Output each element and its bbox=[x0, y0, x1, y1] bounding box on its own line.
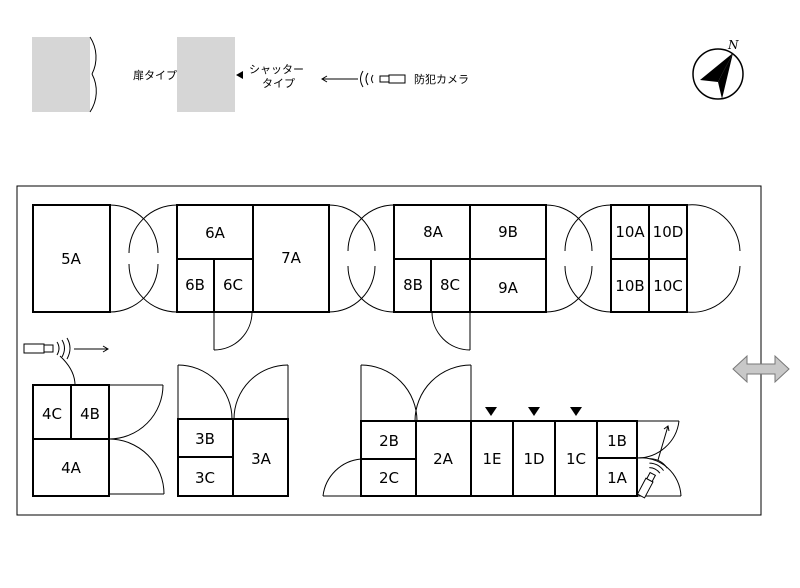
compass-north-label: N bbox=[727, 38, 739, 52]
door-swing-icon bbox=[213, 311, 253, 351]
unit-label: 6B bbox=[185, 276, 205, 294]
unit-label: 9A bbox=[498, 279, 519, 297]
unit-3B[interactable]: 3B bbox=[177, 418, 234, 458]
shutter-marker-icon bbox=[236, 71, 243, 79]
unit-label: 9B bbox=[498, 223, 518, 241]
unit-label: 1B bbox=[607, 432, 627, 450]
unit-2A[interactable]: 2A bbox=[415, 420, 472, 497]
unit-1C[interactable]: 1C bbox=[554, 420, 598, 497]
camera-icon bbox=[636, 425, 670, 499]
door-swing-icon bbox=[108, 384, 165, 495]
unit-label: 8C bbox=[440, 276, 460, 294]
unit-label: 1A bbox=[607, 469, 628, 487]
unit-8A[interactable]: 8A bbox=[393, 204, 471, 260]
unit-label: 10D bbox=[653, 223, 684, 241]
unit-1D[interactable]: 1D bbox=[512, 420, 556, 497]
unit-label: 1C bbox=[566, 450, 586, 468]
shutter-marker-icon bbox=[570, 407, 582, 416]
shutter-marker-icon bbox=[485, 407, 497, 416]
unit-1E[interactable]: 1E bbox=[470, 420, 514, 497]
unit-6B[interactable]: 6B bbox=[176, 258, 215, 313]
unit-1A[interactable]: 1A bbox=[596, 457, 638, 497]
unit-label: 2C bbox=[379, 469, 399, 487]
unit-10A[interactable]: 10A bbox=[610, 204, 650, 260]
legend-camera-label: 防犯カメラ bbox=[414, 72, 469, 86]
unit-label: 10C bbox=[653, 277, 683, 295]
unit-8B[interactable]: 8B bbox=[393, 258, 432, 313]
legend: 扉タイプ シャッター タイプ 防犯カメラ N bbox=[32, 36, 744, 113]
legend-door-unit bbox=[32, 37, 90, 112]
door-swing-icon bbox=[686, 204, 741, 313]
unit-4A[interactable]: 4A bbox=[32, 438, 110, 497]
unit-label: 2A bbox=[433, 450, 454, 468]
exit-arrow-icon bbox=[732, 354, 790, 384]
camera-icon bbox=[23, 337, 109, 386]
unit-6A[interactable]: 6A bbox=[176, 204, 254, 260]
unit-1B[interactable]: 1B bbox=[596, 420, 638, 459]
unit-3C[interactable]: 3C bbox=[177, 456, 234, 497]
unit-label: 3A bbox=[251, 450, 272, 468]
unit-10B[interactable]: 10B bbox=[610, 258, 650, 313]
legend-shutter-unit bbox=[177, 37, 235, 112]
unit-label: 3C bbox=[195, 469, 215, 487]
unit-4C[interactable]: 4C bbox=[32, 384, 72, 440]
unit-label: 10A bbox=[615, 223, 645, 241]
unit-label: 8A bbox=[423, 223, 444, 241]
unit-2B[interactable]: 2B bbox=[360, 420, 417, 460]
unit-label: 2B bbox=[379, 432, 399, 450]
unit-5A[interactable]: 5A bbox=[32, 204, 111, 313]
unit-6C[interactable]: 6C bbox=[213, 258, 254, 313]
unit-3A[interactable]: 3A bbox=[232, 418, 289, 497]
legend-shutter-label-2: タイプ bbox=[262, 77, 295, 90]
unit-10C[interactable]: 10C bbox=[648, 258, 688, 313]
unit-label: 6A bbox=[205, 224, 226, 242]
unit-8C[interactable]: 8C bbox=[430, 258, 471, 313]
door-swing-icon bbox=[177, 364, 289, 420]
door-swing-icon bbox=[109, 204, 178, 313]
compass-icon: N bbox=[692, 38, 744, 100]
door-swing-icon bbox=[431, 311, 471, 351]
unit-2C[interactable]: 2C bbox=[360, 458, 417, 497]
legend-shutter-label-1: シャッター bbox=[249, 63, 304, 76]
site-boundary bbox=[16, 185, 762, 516]
unit-label: 4C bbox=[42, 405, 62, 423]
shutter-marker-icon bbox=[528, 407, 540, 416]
unit-label: 6C bbox=[223, 276, 243, 294]
door-swing-icon bbox=[328, 204, 395, 313]
unit-label: 5A bbox=[61, 250, 82, 268]
unit-9A[interactable]: 9A bbox=[469, 258, 547, 313]
unit-9B[interactable]: 9B bbox=[469, 204, 547, 260]
unit-label: 4A bbox=[61, 459, 82, 477]
unit-label: 1D bbox=[523, 450, 544, 468]
unit-7A[interactable]: 7A bbox=[252, 204, 330, 313]
unit-10D[interactable]: 10D bbox=[648, 204, 688, 260]
door-swing-icon bbox=[89, 36, 97, 113]
legend-door-label: 扉タイプ bbox=[133, 69, 177, 82]
unit-label: 8B bbox=[403, 276, 423, 294]
door-swing-icon bbox=[545, 204, 612, 313]
unit-label: 3B bbox=[195, 430, 215, 448]
camera-icon bbox=[321, 70, 406, 88]
unit-label: 10B bbox=[615, 277, 644, 295]
unit-label: 1E bbox=[482, 450, 501, 468]
door-swing-icon bbox=[322, 364, 472, 497]
unit-label: 4B bbox=[80, 405, 100, 423]
unit-4B[interactable]: 4B bbox=[70, 384, 110, 440]
unit-label: 7A bbox=[281, 249, 302, 267]
